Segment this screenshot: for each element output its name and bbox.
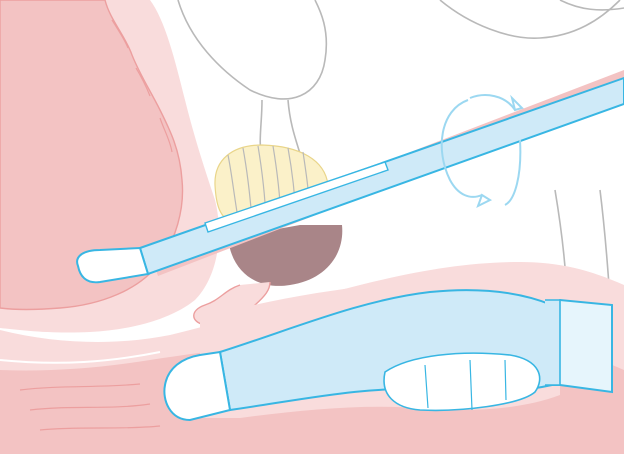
probe-handle: [552, 300, 612, 392]
probe-collar: [545, 300, 560, 385]
